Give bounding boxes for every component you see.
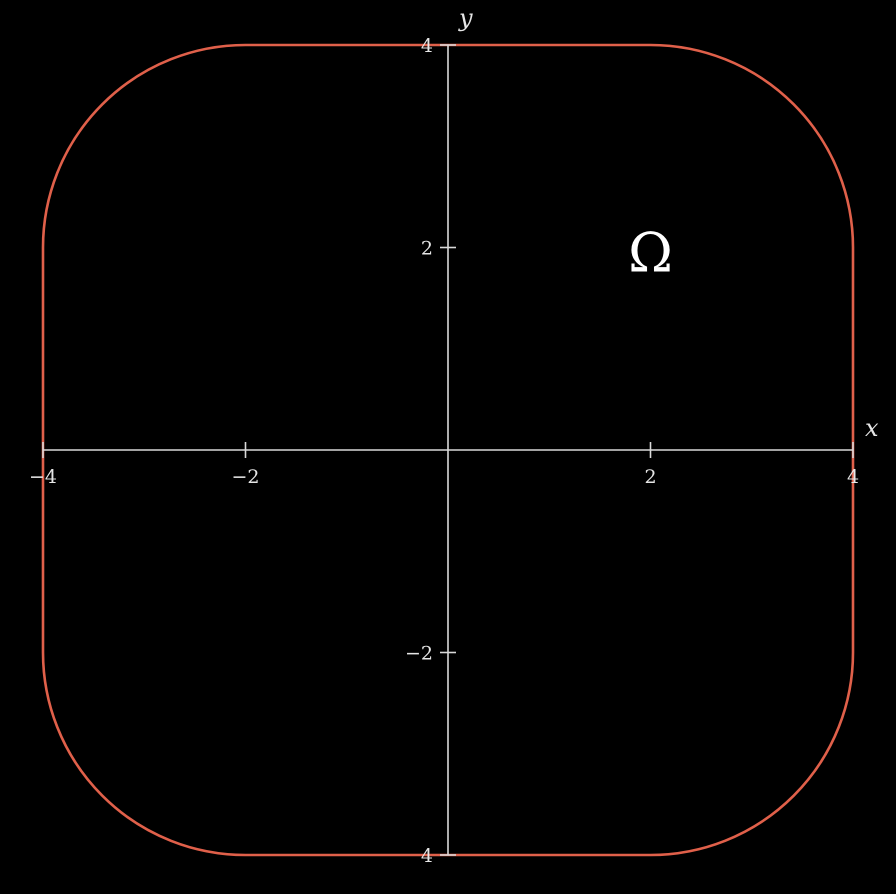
y-tick-label: 4 [421,845,433,867]
y-axis-label: y [458,4,473,32]
x-tick-label: −2 [231,466,259,488]
y-ticks: 4 2 −2 4 [405,35,456,867]
x-tick-label: 2 [644,466,656,488]
x-tick-label: 4 [847,466,859,488]
region-boundary [41,43,855,857]
region-label-omega: Ω [628,222,673,285]
y-tick-label: 4 [421,35,433,57]
y-tick-label: −2 [405,643,433,665]
x-axis-label: x [865,414,879,442]
y-tick-label: 2 [421,238,433,260]
x-ticks: −4 −2 2 4 [29,442,859,488]
x-tick-label: −4 [29,466,57,488]
